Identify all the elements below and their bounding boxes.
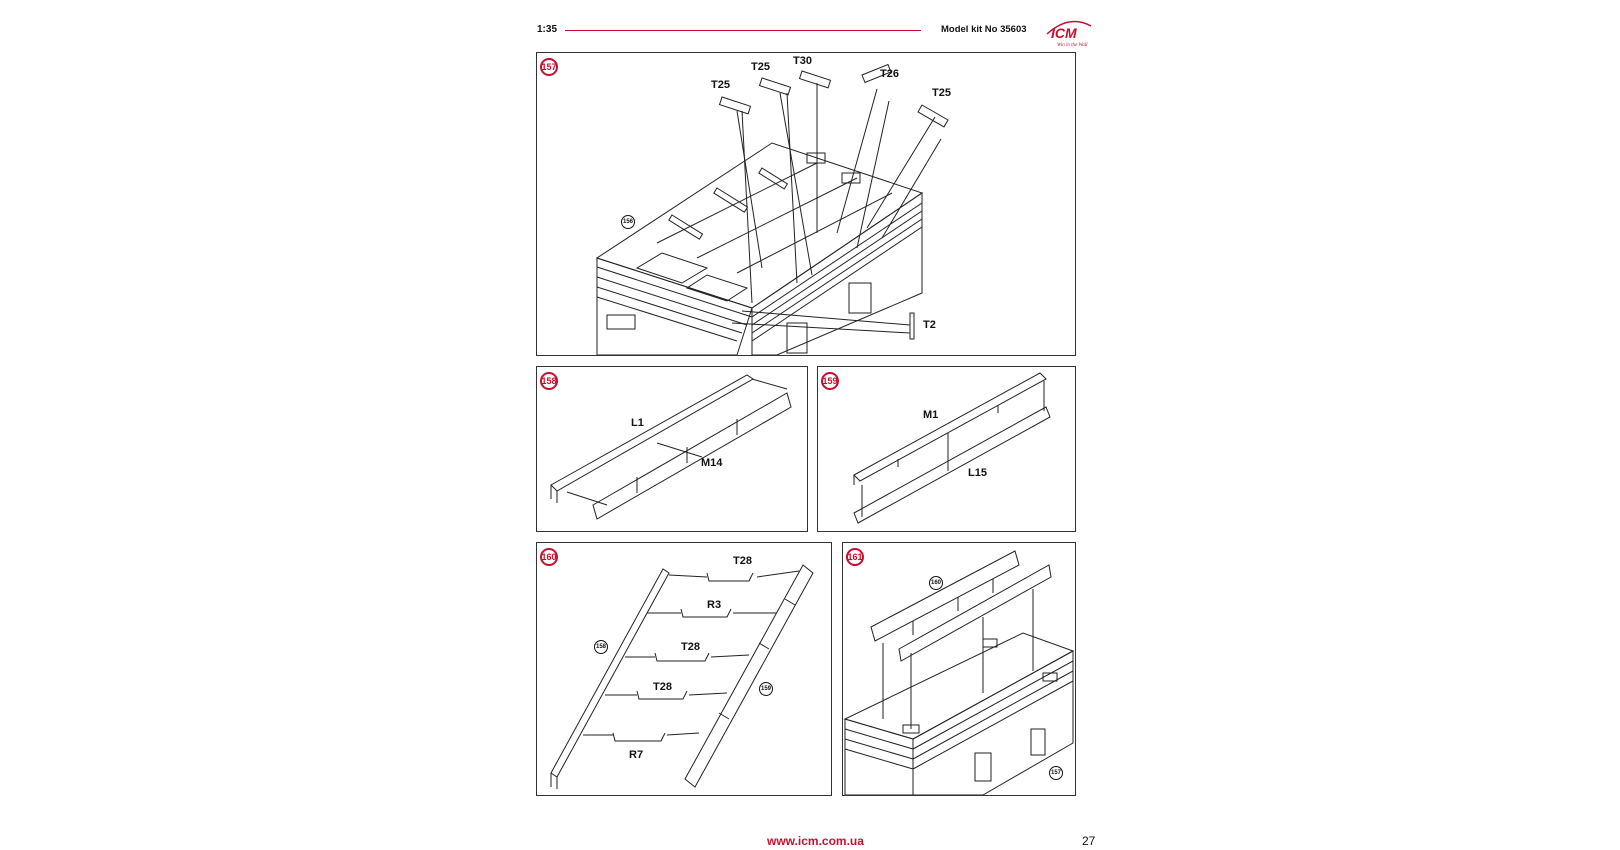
part-label-t26: T26 — [880, 68, 899, 80]
page-number: 27 — [1082, 834, 1096, 848]
step-158-number: 158 — [540, 372, 558, 390]
part-label-t30: T30 — [793, 55, 812, 67]
step-159-number: 159 — [821, 372, 839, 390]
header-rule — [565, 30, 921, 31]
step-160-number: 160 — [540, 548, 558, 566]
part-label-t25-a: T25 — [711, 79, 730, 91]
step-157-number: 157 — [540, 58, 558, 76]
part-label-t25-c: T25 — [932, 87, 951, 99]
step-161-drawing — [843, 543, 1075, 795]
svg-text:Win in the Wall: Win in the Wall — [1057, 43, 1088, 48]
model-kit-number: Model kit No 35603 — [941, 24, 1027, 35]
part-label-t2: T2 — [923, 319, 936, 331]
ref-step-158: 158 — [594, 640, 608, 654]
part-label-m1: M1 — [923, 409, 939, 421]
part-label-t28-b: T28 — [681, 641, 700, 653]
step-157-panel: 157 T25 T25 T30 T26 T25 T2 156 — [536, 52, 1076, 356]
step-159-panel: 159 M1 L15 — [817, 366, 1076, 532]
step-158-panel: 158 L1 M14 — [536, 366, 808, 532]
step-159-drawing — [818, 367, 1075, 531]
ref-step-156: 156 — [621, 215, 635, 229]
part-label-t28-c: T28 — [653, 681, 672, 693]
part-label-l1: L1 — [631, 417, 644, 429]
scale-label: 1:35 — [537, 24, 558, 35]
step-160-drawing — [537, 543, 831, 795]
step-161-panel: 161 160 157 — [842, 542, 1076, 796]
step-158-drawing — [537, 367, 807, 531]
step-160-panel: 160 T28 R3 T28 T28 R7 158 159 — [536, 542, 832, 796]
ref-step-159: 159 — [759, 682, 773, 696]
part-label-t28-a: T28 — [733, 555, 752, 567]
svg-text:ICM: ICM — [1051, 25, 1077, 41]
instruction-page: 1:35 Model kit No 35603 ICM Win in the W… — [536, 18, 1102, 848]
step-157-drawing — [537, 53, 1075, 355]
part-label-m14: M14 — [701, 457, 723, 469]
website-link[interactable]: www.icm.com.ua — [767, 834, 864, 848]
part-label-t25-b: T25 — [751, 61, 770, 73]
step-161-number: 161 — [846, 548, 864, 566]
part-label-l15: L15 — [968, 467, 987, 479]
ref-step-157: 157 — [1049, 766, 1063, 780]
ref-step-160: 160 — [929, 576, 943, 590]
part-label-r7: R7 — [629, 749, 644, 761]
icm-logo: ICM Win in the Wall — [1043, 18, 1095, 48]
part-label-r3: R3 — [707, 599, 722, 611]
